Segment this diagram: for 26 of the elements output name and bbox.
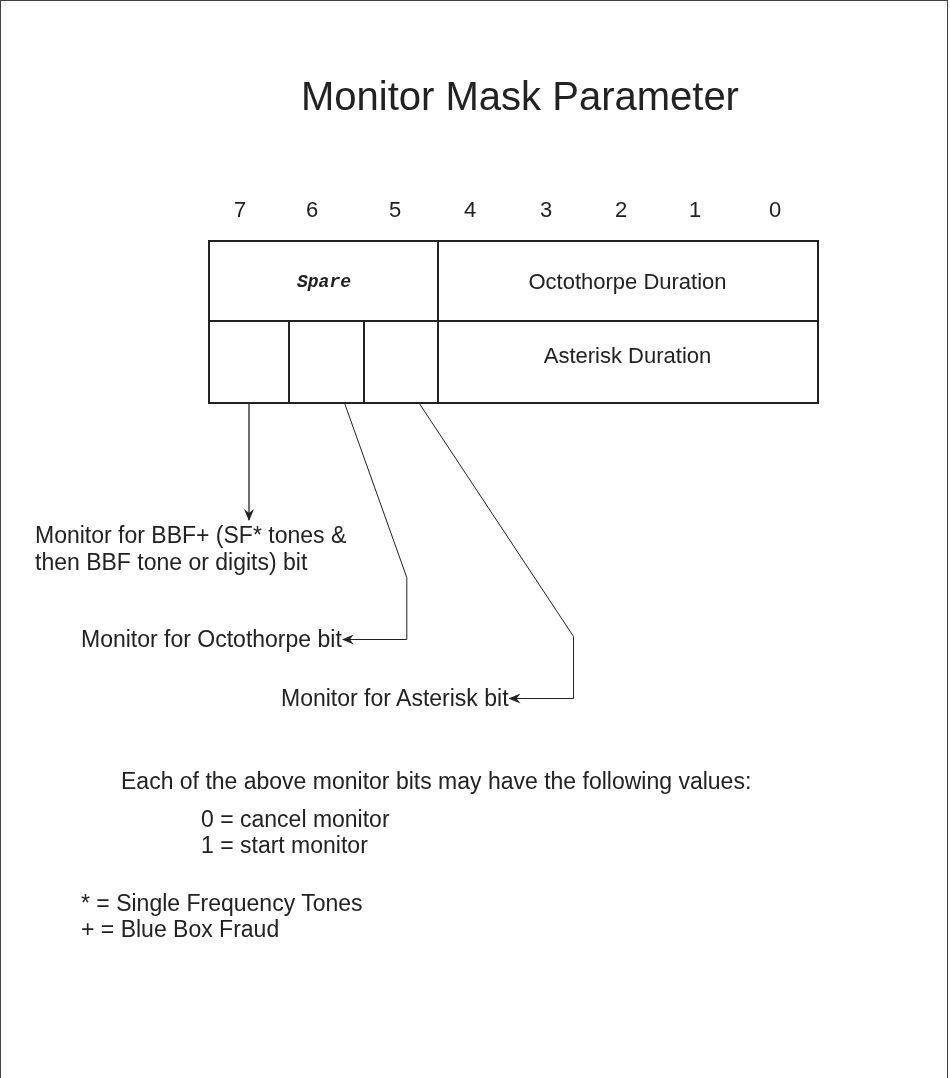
bit-number: 5 [387, 196, 403, 223]
arrow [244, 402, 254, 521]
bit-number: 4 [462, 196, 478, 223]
monitor-bit-label: Monitor for BBF+ (SF* tones & then BBF tone or digits) bit [35, 522, 355, 576]
bit-number: 1 [687, 196, 703, 223]
bit-number: 7 [232, 196, 248, 223]
bit-number: 2 [613, 196, 629, 223]
diagram-title: Monitor Mask Parameter [300, 73, 740, 120]
monitor-bit-label: Monitor for Octothorpe bit [81, 626, 342, 653]
arrow [341, 402, 408, 645]
footnote-text: * = Single Frequency Tones [81, 890, 363, 917]
bit-number: 0 [767, 196, 783, 223]
footnote-text: + = Blue Box Fraud [81, 916, 280, 943]
bit-field-cell: Asterisk Duration [437, 320, 819, 404]
bit-box [288, 320, 365, 404]
monitor-bit-label: Monitor for Asterisk bit [281, 685, 509, 712]
bit-number: 6 [304, 196, 320, 223]
bit-field-cell: Octothorpe Duration [437, 240, 819, 322]
value-text: 1 = start monitor [201, 832, 368, 859]
bit-box [363, 320, 439, 404]
bit-box [208, 320, 290, 404]
arrow [418, 402, 575, 704]
note-text: Each of the above monitor bits may have the following values: [121, 768, 752, 795]
bit-number: 3 [538, 196, 554, 223]
value-text: 0 = cancel monitor [201, 806, 390, 833]
bit-field-cell: Spare [208, 240, 439, 322]
